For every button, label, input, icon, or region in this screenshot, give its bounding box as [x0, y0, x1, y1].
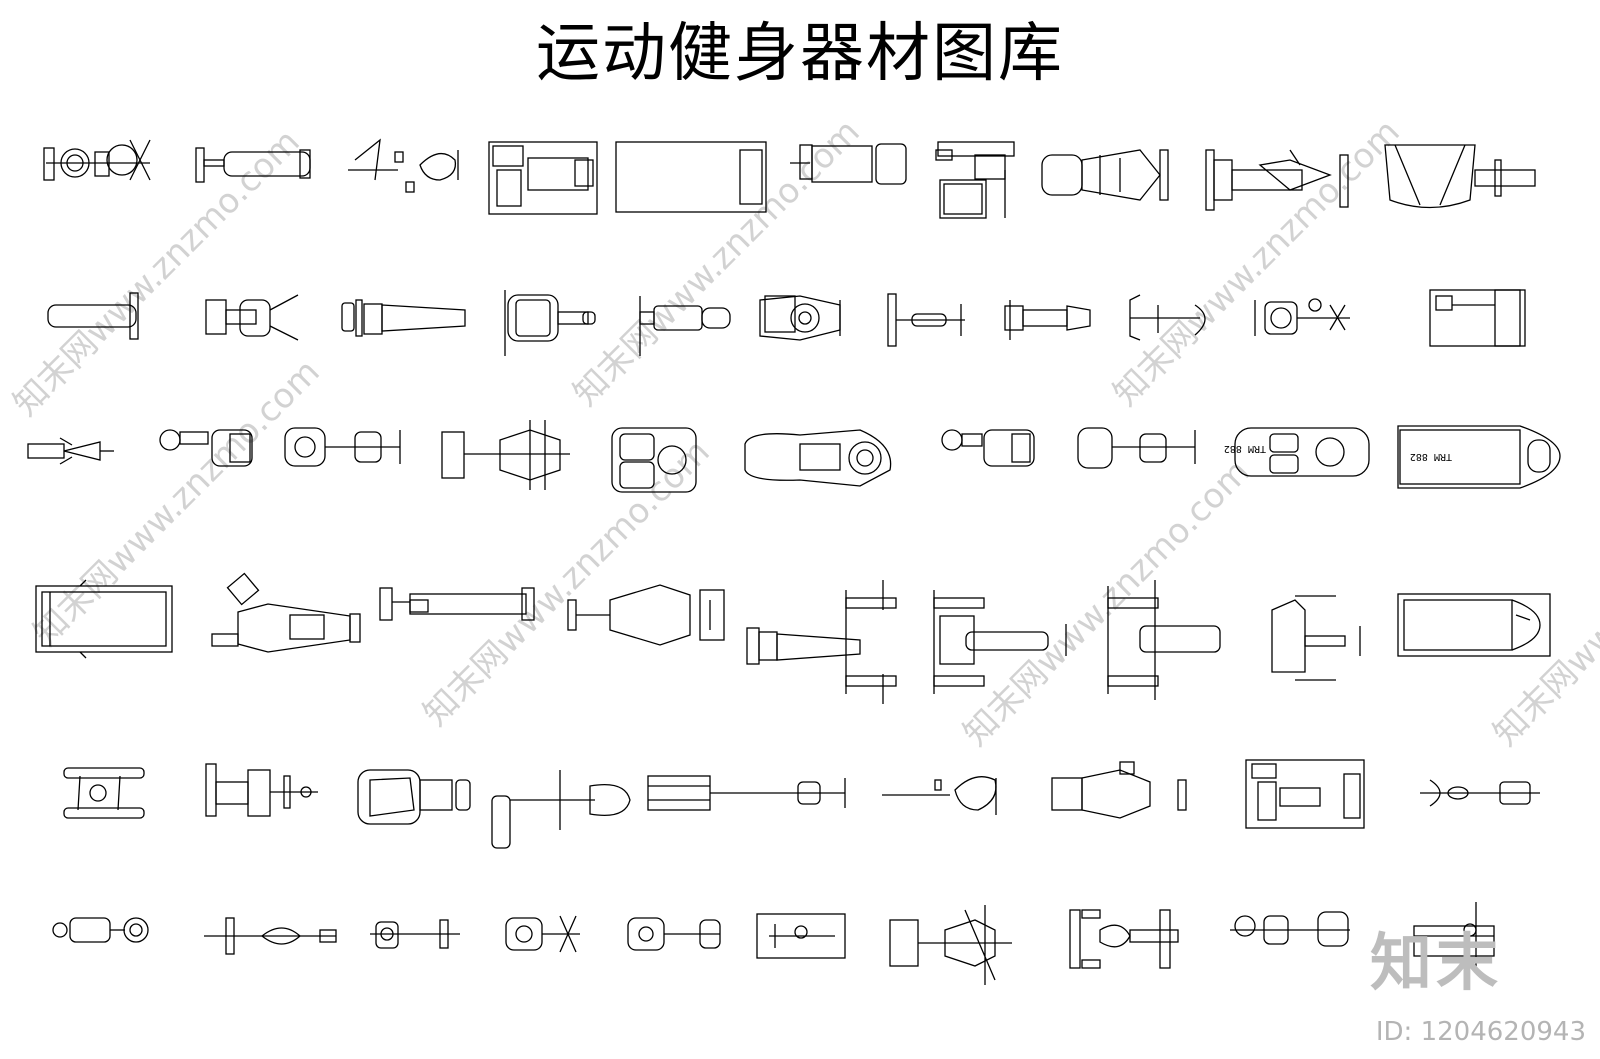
- recumbent-bike-a: [159, 429, 253, 467]
- pec-fly: [27, 437, 114, 465]
- cycle-b: [505, 915, 580, 953]
- flat-bench: [195, 147, 311, 183]
- abdominal-machine: [1254, 298, 1350, 336]
- shoulder-rack: [1271, 595, 1361, 681]
- spin-bike: [882, 776, 997, 815]
- lat-pulldown: [504, 290, 596, 356]
- upright-bike: [348, 138, 459, 193]
- treadmill-label: TRM 882: [1410, 451, 1452, 462]
- olympic-flat: [933, 590, 1067, 694]
- incline-bench: [639, 296, 731, 356]
- treadmill-c: [1397, 593, 1551, 657]
- utility-bench: [1004, 300, 1091, 340]
- press-station: [491, 770, 631, 849]
- vertical-climber: [1069, 909, 1179, 969]
- recumbent-bike-b: [284, 427, 401, 467]
- glute-machine: [63, 767, 145, 819]
- cross-trainer-2: TRM 882: [1224, 427, 1370, 477]
- power-rack: [1413, 902, 1495, 970]
- recumbent-bike-d: [1230, 911, 1350, 947]
- upright-bike-b: [52, 917, 149, 943]
- cable-crossover: [759, 295, 841, 341]
- leg-press: [1205, 149, 1349, 211]
- arm-curl: [441, 420, 570, 490]
- pec-deck: [889, 905, 1012, 985]
- rowing-machine: [1041, 149, 1169, 201]
- leg-extension: [1429, 289, 1526, 347]
- treadmill-a: TRM 882: [1397, 425, 1561, 489]
- treadmill-deck: [615, 141, 767, 213]
- stepper: [1129, 294, 1206, 341]
- elliptical-b: [744, 429, 892, 487]
- olympic-incline: [1107, 580, 1221, 700]
- treadmill-label: TRM 882: [1224, 443, 1266, 454]
- adjustable-bench: [205, 294, 299, 341]
- hack-squat: [1384, 144, 1536, 209]
- chest-press: [935, 141, 1015, 219]
- smith-machine: [567, 584, 725, 646]
- functional-trainer: [1245, 759, 1365, 829]
- abductor: [357, 769, 471, 825]
- cycle-a: [370, 919, 460, 949]
- treadmill-b: [35, 579, 173, 659]
- page-title: 运动健身器材图库: [536, 17, 1064, 91]
- decline-bench: [341, 299, 466, 337]
- image-id: ID: 1204620943: [1375, 1017, 1586, 1047]
- cross-trainer: [1077, 427, 1196, 469]
- sled-press: [211, 572, 361, 653]
- multi-station: [488, 141, 598, 215]
- mat-platform: [756, 913, 846, 959]
- preacher-bench: [887, 293, 965, 347]
- stationary-bike: [1420, 779, 1540, 807]
- barbell: [204, 917, 337, 955]
- rotary-torso: [43, 139, 151, 181]
- brand-logo: 知末: [1369, 926, 1502, 999]
- elliptical-a: [611, 427, 697, 493]
- barbell-rack: [647, 775, 846, 811]
- recumbent-bike-c: [941, 429, 1035, 467]
- cable-tower: [1051, 761, 1187, 819]
- cycle-c: [627, 917, 721, 951]
- seat-back-pad: [790, 143, 907, 185]
- long-bench: [47, 292, 139, 340]
- olympic-decline: [746, 580, 897, 704]
- seated-row: [205, 763, 318, 817]
- dip-station: [379, 587, 535, 621]
